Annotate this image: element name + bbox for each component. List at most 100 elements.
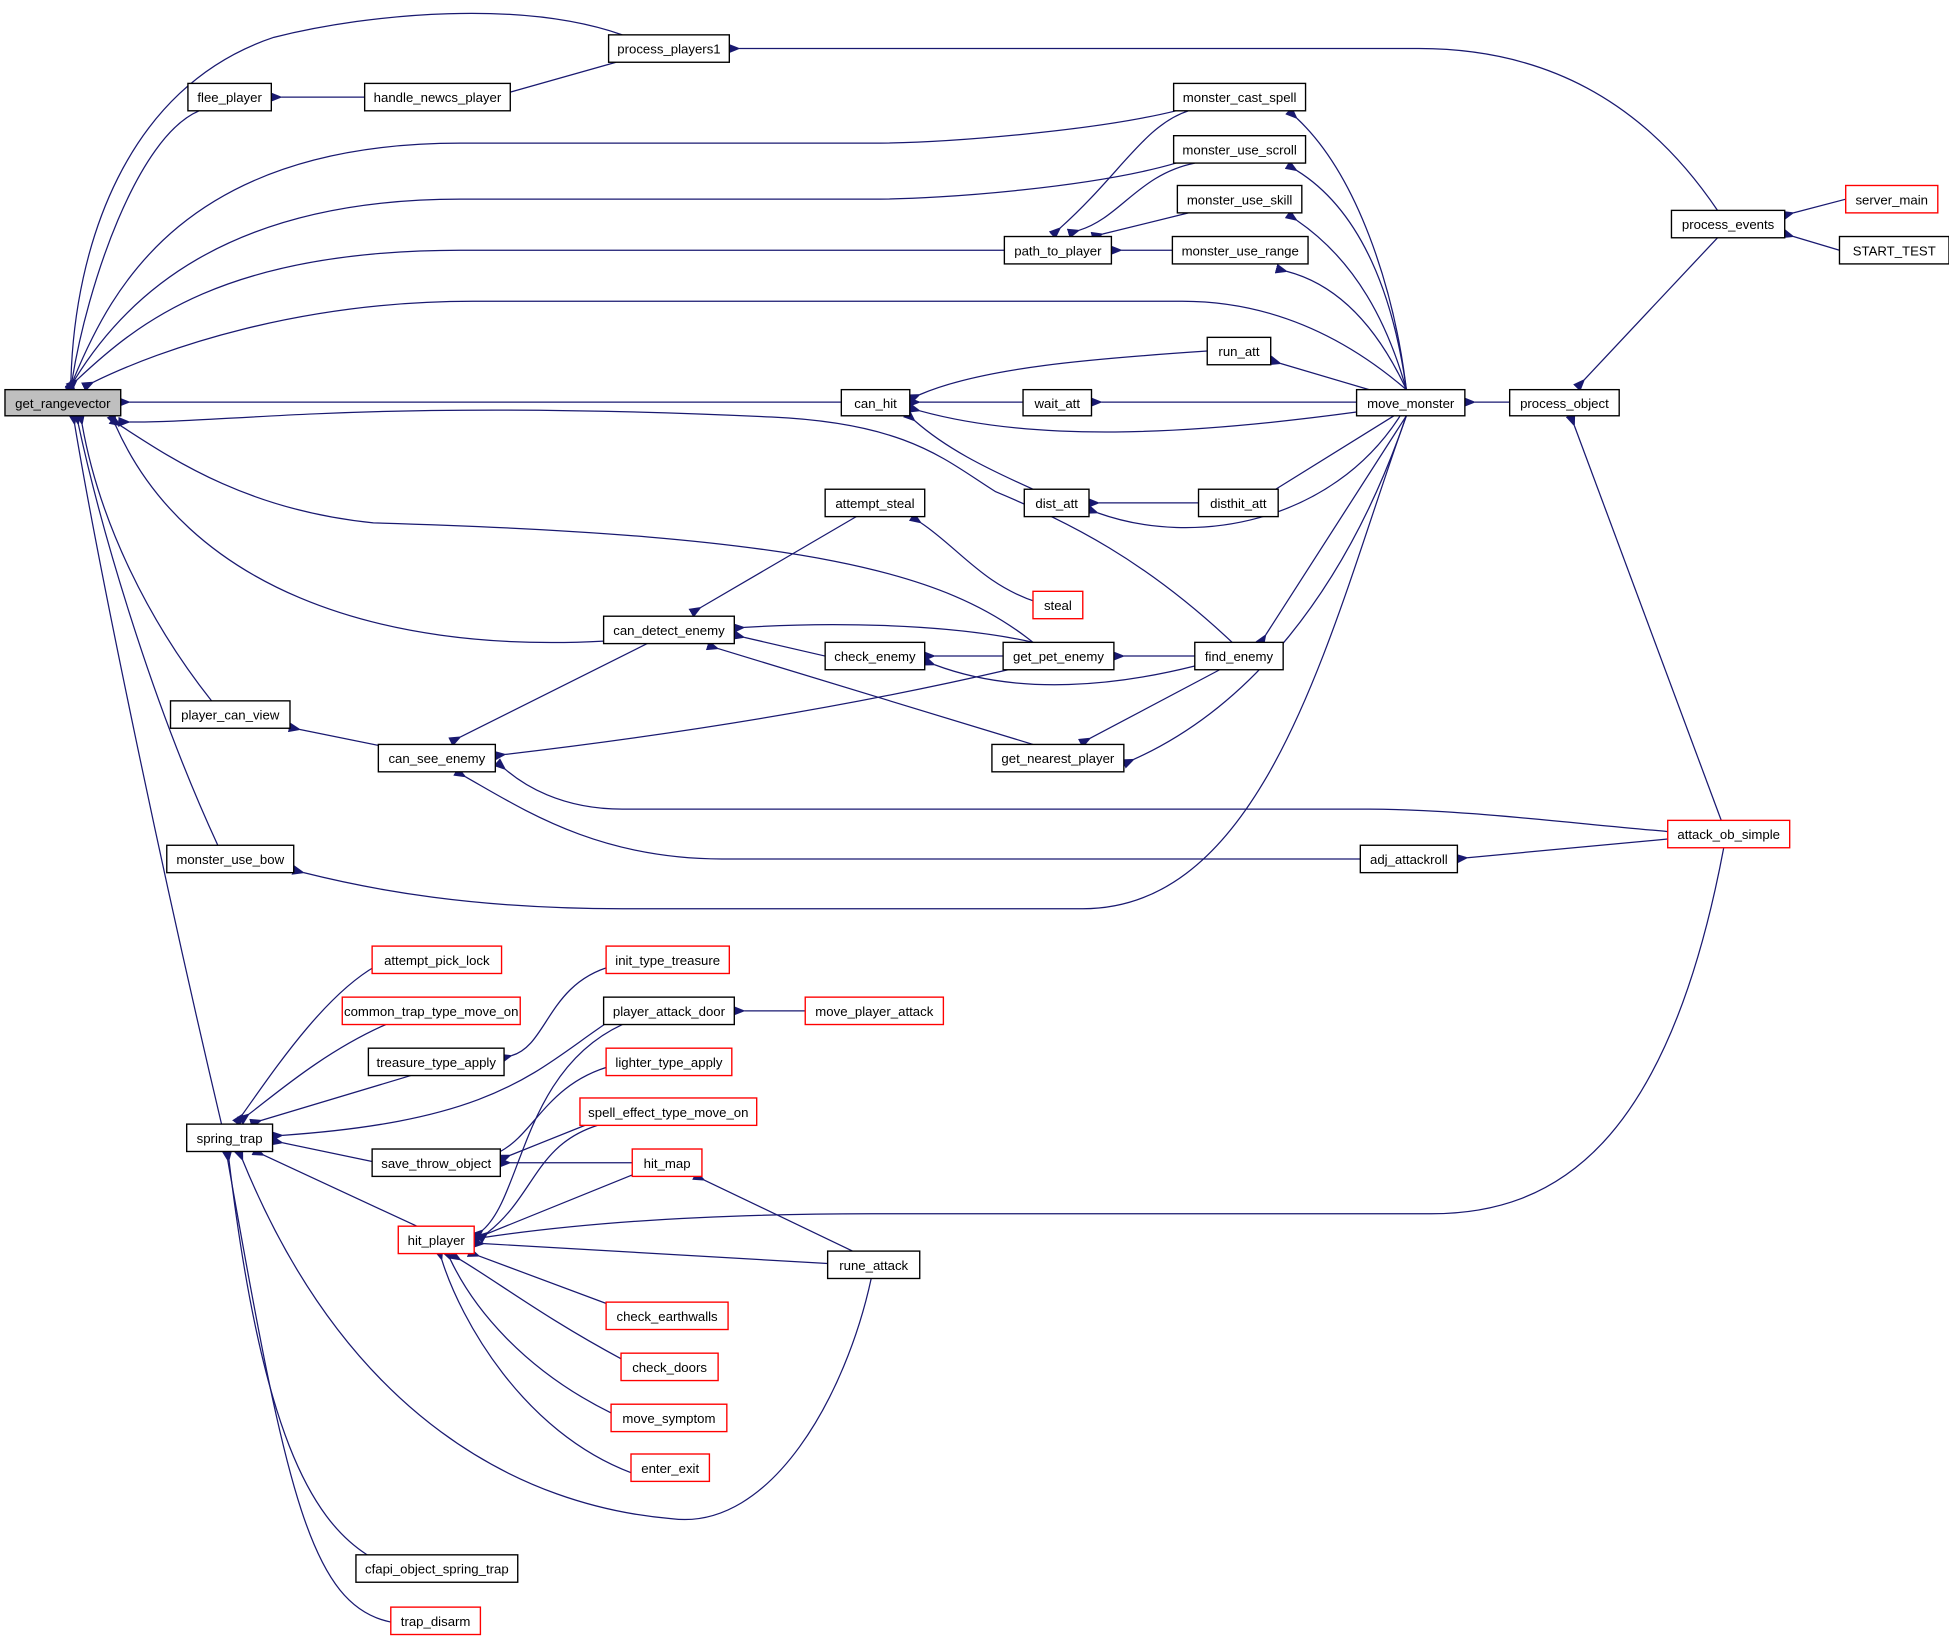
node-wait-att[interactable]: wait_att: [1022, 388, 1093, 417]
node-box[interactable]: [371, 945, 503, 975]
node-path-to-player[interactable]: path_to_player: [1003, 235, 1113, 265]
node-check-doors[interactable]: check_doors: [620, 1352, 719, 1382]
node-box[interactable]: [1845, 184, 1939, 214]
node-box[interactable]: [1032, 590, 1084, 620]
node-box[interactable]: [377, 743, 497, 773]
node-box[interactable]: [1355, 388, 1466, 417]
node-spell-effect-type-move-on[interactable]: spell_effect_type_move_on: [579, 1097, 758, 1127]
node-find-enemy[interactable]: find_enemy: [1194, 641, 1284, 671]
node-box[interactable]: [620, 1352, 719, 1382]
node-can-hit[interactable]: can_hit: [840, 388, 911, 417]
node-cfapi-object-spring-trap[interactable]: cfapi_object_spring_trap: [355, 1554, 519, 1583]
node-box[interactable]: [602, 996, 735, 1026]
node-get-nearest-player[interactable]: get_nearest_player: [991, 743, 1125, 773]
node-box[interactable]: [355, 1554, 519, 1583]
node-move-monster[interactable]: move_monster: [1355, 388, 1466, 417]
node-check-earthwalls[interactable]: check_earthwalls: [605, 1301, 729, 1331]
node-attack-ob-simple[interactable]: attack_ob_simple: [1667, 819, 1791, 849]
node-box[interactable]: [991, 743, 1125, 773]
node-common-trap-type-move-on[interactable]: common_trap_type_move_on: [341, 996, 521, 1026]
node-box[interactable]: [824, 488, 926, 518]
node-attempt-pick-lock[interactable]: attempt_pick_lock: [371, 945, 503, 975]
node-monster-use-bow[interactable]: monster_use_bow: [166, 844, 295, 874]
node-spring-trap[interactable]: spring_trap: [186, 1123, 274, 1153]
node-box[interactable]: [397, 1225, 475, 1255]
node-monster-use-range[interactable]: monster_use_range: [1171, 235, 1309, 265]
node-process-players1[interactable]: process_players1: [607, 34, 731, 63]
node-get-pet-enemy[interactable]: get_pet_enemy: [1002, 641, 1115, 671]
node-process-object[interactable]: process_object: [1508, 388, 1620, 417]
node-monster-use-skill[interactable]: monster_use_skill: [1176, 184, 1303, 214]
node-box[interactable]: [630, 1453, 711, 1483]
node-steal[interactable]: steal: [1032, 590, 1084, 620]
node-box[interactable]: [1670, 209, 1786, 239]
node-box[interactable]: [610, 1403, 728, 1433]
node-box[interactable]: [1002, 641, 1115, 671]
node-box[interactable]: [579, 1097, 758, 1127]
node-box[interactable]: [187, 82, 273, 112]
node-process-events[interactable]: process_events: [1670, 209, 1786, 239]
node-box[interactable]: [1838, 235, 1949, 265]
node-player-attack-door[interactable]: player_attack_door: [602, 996, 735, 1026]
node-enter-exit[interactable]: enter_exit: [630, 1453, 711, 1483]
node-box[interactable]: [1176, 184, 1303, 214]
node-monster-cast-spell[interactable]: monster_cast_spell: [1172, 82, 1307, 112]
node-can-see-enemy[interactable]: can_see_enemy: [377, 743, 497, 773]
node-box[interactable]: [826, 1250, 921, 1280]
node-box[interactable]: [1359, 844, 1459, 874]
node-attempt-steal[interactable]: attempt_steal: [824, 488, 926, 518]
node-box[interactable]: [341, 996, 521, 1026]
node-box[interactable]: [605, 1301, 729, 1331]
node-box[interactable]: [1003, 235, 1113, 265]
node-save-throw-object[interactable]: save_throw_object: [371, 1148, 502, 1178]
node-box[interactable]: [804, 996, 945, 1026]
node-box[interactable]: [371, 1148, 502, 1178]
node-box[interactable]: [607, 34, 731, 63]
node-box[interactable]: [1508, 388, 1620, 417]
node-hit-map[interactable]: hit_map: [631, 1148, 703, 1178]
node-box[interactable]: [1172, 82, 1307, 112]
node-box[interactable]: [363, 82, 511, 112]
node-trap-disarm[interactable]: trap_disarm: [390, 1606, 482, 1636]
node-lighter-type-apply[interactable]: lighter_type_apply: [605, 1047, 733, 1077]
node-box[interactable]: [1172, 135, 1307, 164]
node-disthit-att[interactable]: disthit_att: [1197, 488, 1279, 518]
node-box[interactable]: [631, 1148, 703, 1178]
node-treasure-type-apply[interactable]: treasure_type_apply: [367, 1047, 505, 1077]
node-box[interactable]: [166, 844, 295, 874]
node-move-player-attack[interactable]: move_player_attack: [804, 996, 945, 1026]
node-box[interactable]: [390, 1606, 482, 1636]
node-box[interactable]: [1023, 488, 1090, 518]
node-box[interactable]: [605, 1047, 733, 1077]
node-adj-attackroll[interactable]: adj_attackroll: [1359, 844, 1459, 874]
node-rune-attack[interactable]: rune_attack: [826, 1250, 921, 1280]
node-get-rangevector[interactable]: get_rangevector: [4, 388, 122, 417]
node-box[interactable]: [602, 615, 735, 645]
node-dist-att[interactable]: dist_att: [1023, 488, 1090, 518]
node-box[interactable]: [1171, 235, 1309, 265]
node-flee-player[interactable]: flee_player: [187, 82, 273, 112]
node-box[interactable]: [1197, 488, 1279, 518]
node-box[interactable]: [1667, 819, 1791, 849]
node-box[interactable]: [4, 388, 122, 417]
node-start-test[interactable]: START_TEST: [1838, 235, 1949, 265]
node-box[interactable]: [169, 700, 291, 729]
node-player-can-view[interactable]: player_can_view: [169, 700, 291, 729]
node-box[interactable]: [1206, 336, 1272, 366]
node-box[interactable]: [186, 1123, 274, 1153]
node-handle-newcs-player[interactable]: handle_newcs_player: [363, 82, 511, 112]
node-box[interactable]: [605, 945, 731, 975]
node-box[interactable]: [1194, 641, 1284, 671]
node-server-main[interactable]: server_main: [1845, 184, 1939, 214]
node-box[interactable]: [367, 1047, 505, 1077]
node-monster-use-scroll[interactable]: monster_use_scroll: [1172, 135, 1307, 164]
node-move-symptom[interactable]: move_symptom: [610, 1403, 728, 1433]
node-run-att[interactable]: run_att: [1206, 336, 1272, 366]
node-box[interactable]: [1022, 388, 1093, 417]
node-hit-player[interactable]: hit_player: [397, 1225, 475, 1255]
node-can-detect-enemy[interactable]: can_detect_enemy: [602, 615, 735, 645]
node-check-enemy[interactable]: check_enemy: [824, 641, 926, 671]
node-init-type-treasure[interactable]: init_type_treasure: [605, 945, 731, 975]
node-box[interactable]: [840, 388, 911, 417]
node-box[interactable]: [824, 641, 926, 671]
